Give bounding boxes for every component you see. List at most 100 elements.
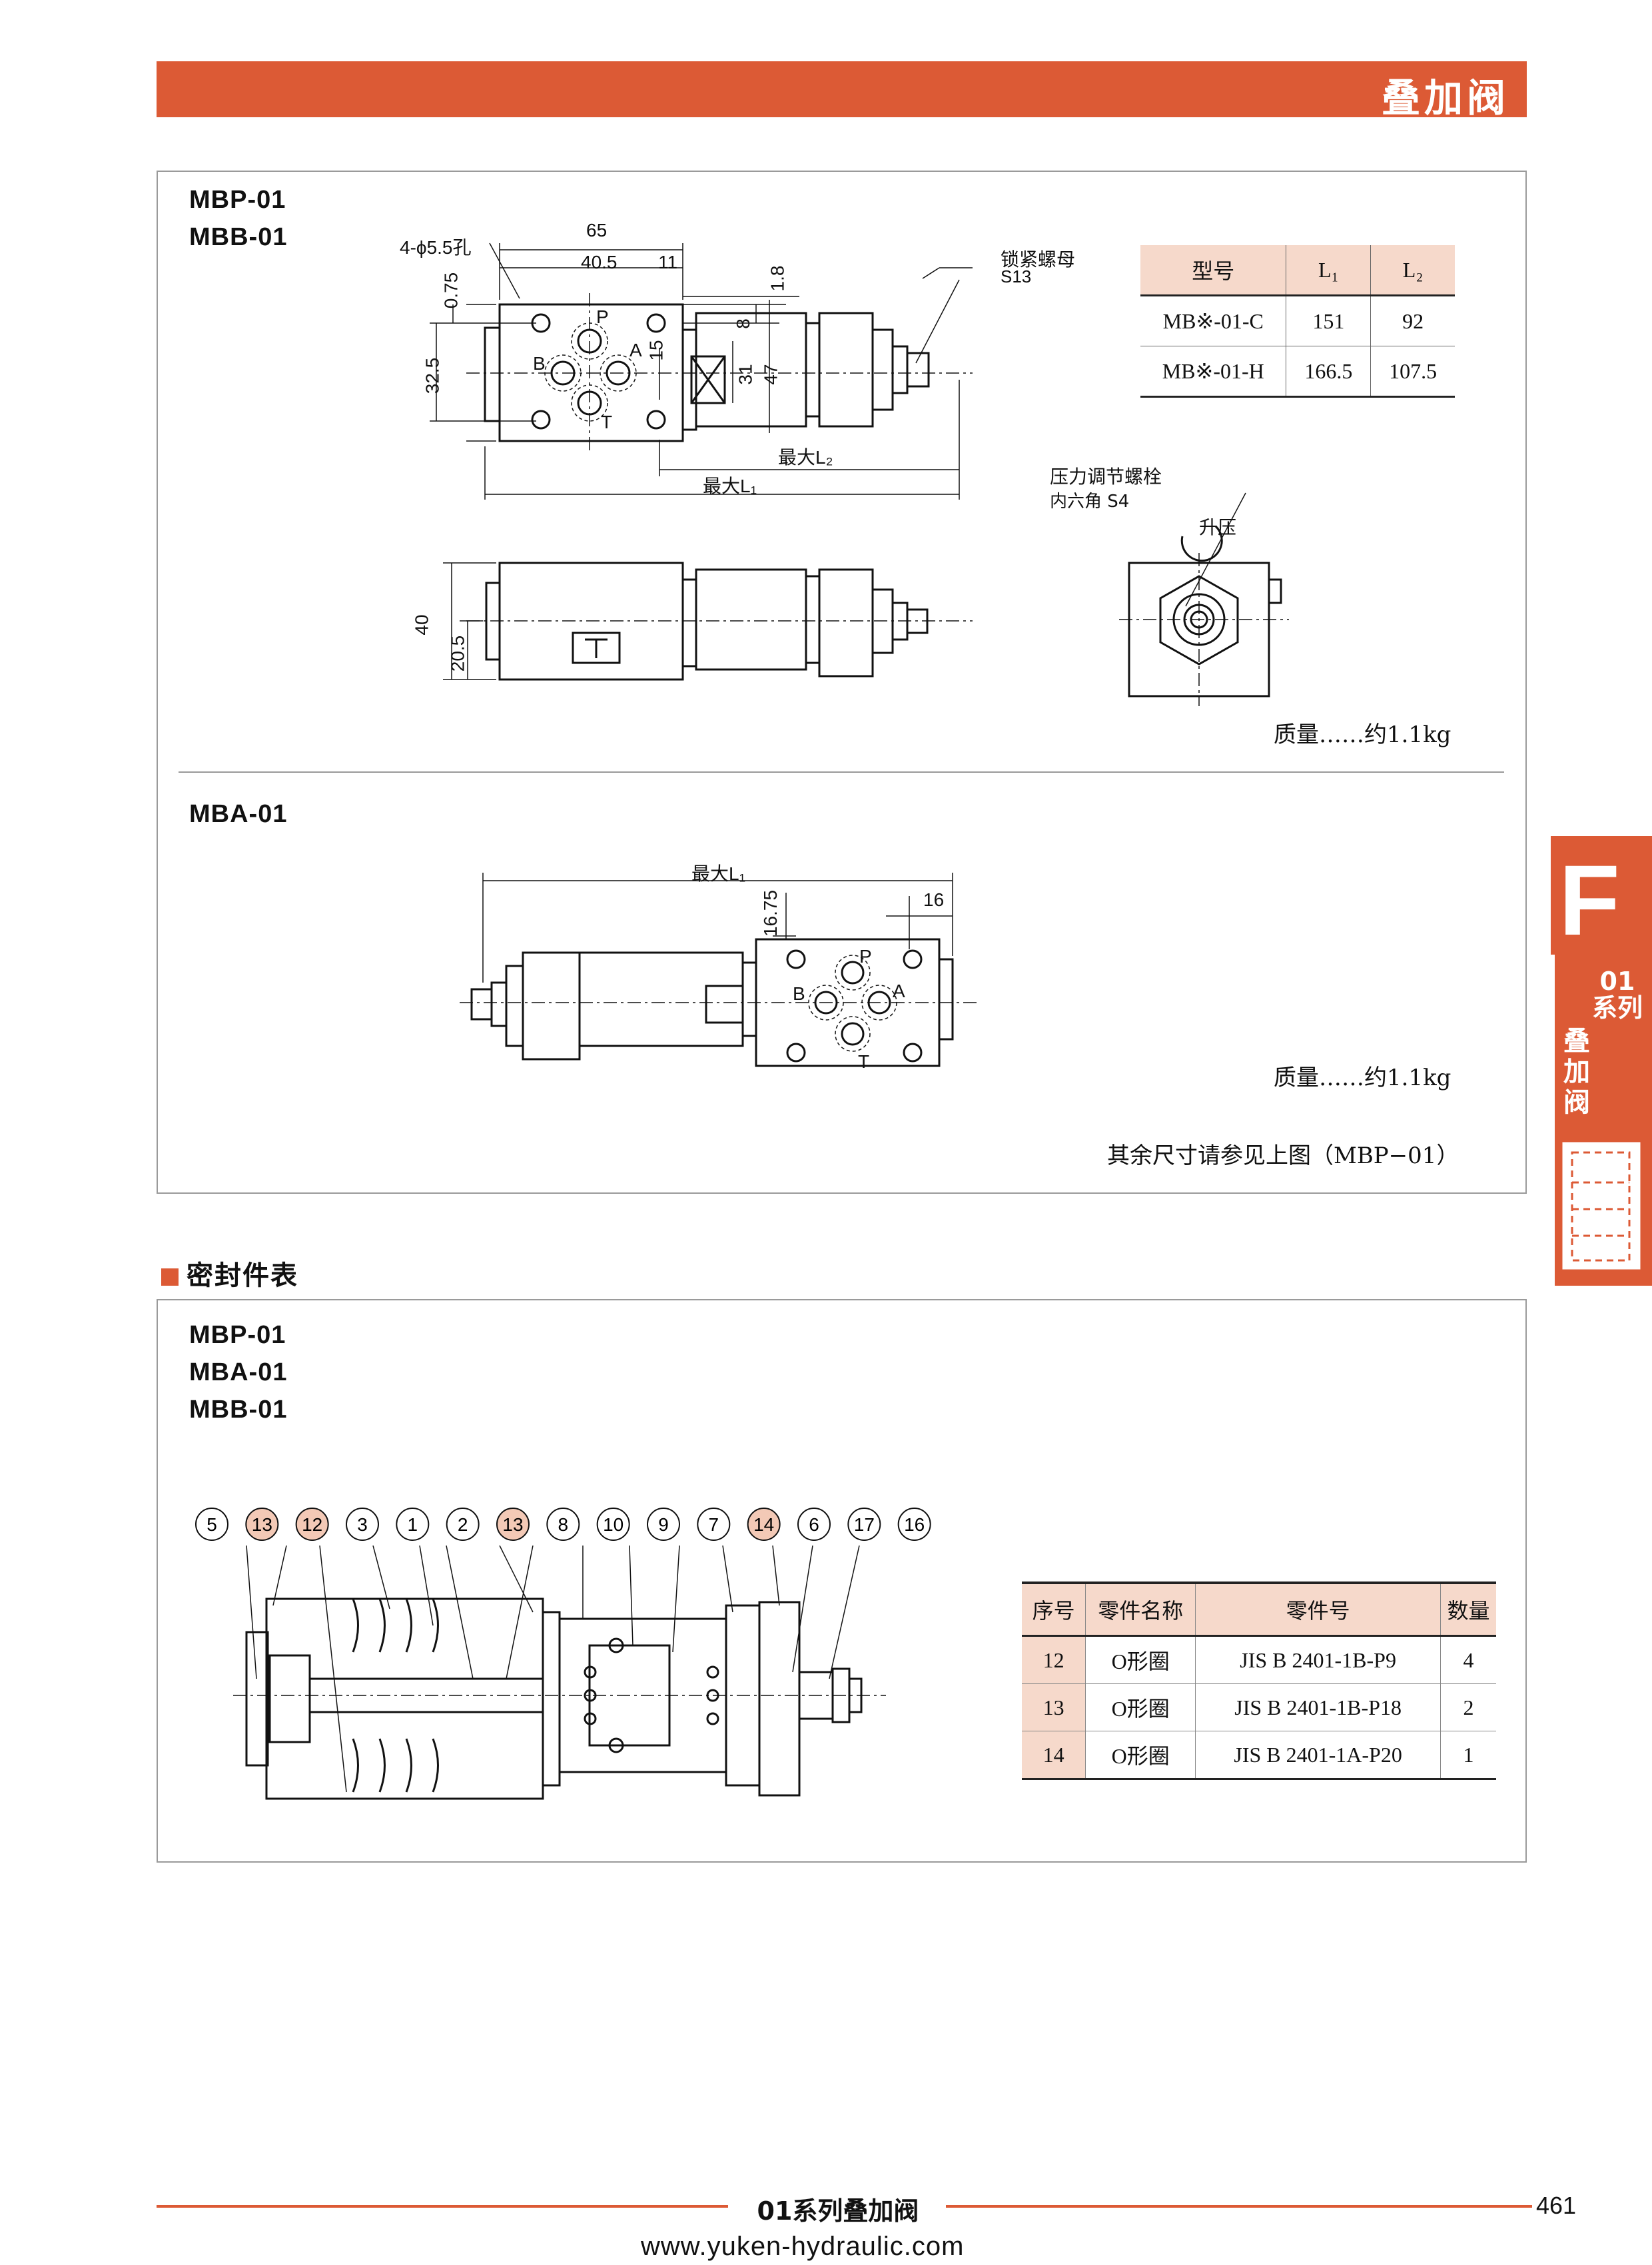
dim-table-header-l2: L₂ <box>1370 245 1455 296</box>
max-l1-label: 最大L₁ <box>703 476 757 496</box>
seal-cell-index: 12 <box>1022 1635 1086 1684</box>
seal-model-mbp: MBP-01 <box>189 1321 286 1349</box>
table-row: MB※-01-H 166.5 107.5 <box>1140 346 1455 398</box>
dim-16: 16 <box>923 889 945 910</box>
footer-title: 01系列叠加阀 <box>757 2196 919 2226</box>
dim-table-header-model: 型号 <box>1140 245 1286 296</box>
seal-heading-text: 密封件表 <box>187 1260 298 1291</box>
dim-cell-model: MB※-01-C <box>1140 295 1286 346</box>
adj-screw-label: 压力调节螺栓 <box>1050 466 1162 488</box>
dim-32-5: 32.5 <box>422 357 443 394</box>
callout-2: 2 <box>446 1508 480 1541</box>
mba-port-t: T <box>858 1051 870 1072</box>
callout-7: 7 <box>697 1508 731 1541</box>
table-row: 14 O形圈 JIS B 2401-1A-P20 1 <box>1022 1731 1496 1780</box>
callout-1: 1 <box>396 1508 430 1541</box>
dim-40: 40 <box>411 614 432 636</box>
side-tab-category: 叠加阀 <box>1563 1026 1590 1118</box>
callout-number: 6 <box>809 1514 819 1535</box>
seal-cell-qty: 1 <box>1440 1731 1496 1780</box>
callout-number: 10 <box>603 1514 623 1535</box>
callout-number: 3 <box>357 1514 368 1535</box>
port-p: P <box>596 306 609 327</box>
footer-line-left <box>157 2205 728 2208</box>
callout-number: 8 <box>558 1514 569 1535</box>
dim-cell-l2: 107.5 <box>1370 346 1455 398</box>
side-tab[interactable]: F 01系列 叠加阀 <box>1551 836 1652 1286</box>
callout-13: 13 <box>245 1508 279 1541</box>
seal-cell-partno: JIS B 2401-1B-P9 <box>1195 1635 1441 1684</box>
lock-nut-label: 锁紧螺母 <box>1001 248 1076 270</box>
callout-number: 16 <box>904 1514 925 1535</box>
callout-5: 5 <box>195 1508 228 1541</box>
model-label-mba: MBA-01 <box>189 800 288 828</box>
callout-12: 12 <box>295 1508 329 1541</box>
mba-port-b: B <box>793 983 805 1004</box>
callout-16: 16 <box>897 1508 931 1541</box>
table-row: 13 O形圈 JIS B 2401-1B-P18 2 <box>1022 1683 1496 1731</box>
seal-cell-name: O形圈 <box>1085 1683 1196 1731</box>
callout-number: 2 <box>458 1514 468 1535</box>
seal-cell-index: 13 <box>1022 1683 1086 1731</box>
callout-3: 3 <box>346 1508 379 1541</box>
dim-31: 31 <box>735 364 756 385</box>
callout-8: 8 <box>546 1508 580 1541</box>
dimension-table: 型号 L₁ L₂ MB※-01-C 151 92 MB※-01-H 166.5 … <box>1140 245 1455 398</box>
mass-label-mbp: 质量……约1.1kg <box>1274 721 1451 748</box>
dim-16-75: 16.75 <box>760 889 781 937</box>
lock-nut-size: S13 <box>1001 266 1032 286</box>
model-label-mbb: MBB-01 <box>189 223 288 251</box>
cross-section-drawing <box>233 1546 886 1800</box>
dim-cell-l2: 92 <box>1370 295 1455 346</box>
dim-20-5: 20.5 <box>447 635 468 672</box>
mba-port-a: A <box>893 981 905 1001</box>
seal-header-index: 序号 <box>1022 1582 1086 1637</box>
callout-17: 17 <box>847 1508 881 1541</box>
callout-number: 13 <box>252 1514 272 1535</box>
seal-cell-partno: JIS B 2401-1A-P20 <box>1195 1731 1441 1780</box>
seal-cell-name: O形圈 <box>1085 1731 1196 1780</box>
mbp-top-view-drawing <box>430 242 973 500</box>
callout-number: 12 <box>302 1514 322 1535</box>
callout-10: 10 <box>596 1508 630 1541</box>
mass-label-mba: 质量……约1.1kg <box>1274 1065 1451 1091</box>
dim-cell-l1: 166.5 <box>1286 346 1371 398</box>
side-tab-letter: F <box>1559 844 1620 956</box>
reference-note: 其余尺寸请参见上图（MBP−01） <box>1107 1142 1459 1169</box>
mba-port-p: P <box>859 946 872 967</box>
divider <box>179 771 1504 773</box>
dim-0-75: 0.75 <box>440 272 462 309</box>
side-tab-graphic: F <box>1551 836 1652 1286</box>
model-label-mbp: MBP-01 <box>189 186 286 214</box>
callout-number: 13 <box>502 1514 523 1535</box>
callout-13: 13 <box>496 1508 530 1541</box>
dim-cell-model: MB※-01-H <box>1140 346 1286 398</box>
seal-cell-index: 14 <box>1022 1731 1086 1780</box>
dim-47: 47 <box>760 364 781 385</box>
dim-cell-l1: 151 <box>1286 295 1371 346</box>
hex-socket-label: 内六角 S4 <box>1050 492 1130 512</box>
seal-section-heading: 密封件表 <box>161 1254 298 1292</box>
dim-15: 15 <box>645 340 667 361</box>
seal-cell-qty: 2 <box>1440 1683 1496 1731</box>
port-t: T <box>601 412 613 432</box>
callout-number: 1 <box>408 1514 418 1535</box>
dim-8: 8 <box>732 318 753 329</box>
page-number: 461 <box>1536 2192 1577 2219</box>
table-row: MB※-01-C 151 92 <box>1140 295 1455 346</box>
mbp-end-view-drawing <box>1119 492 1289 706</box>
callout-number: 5 <box>206 1514 217 1535</box>
callout-number: 7 <box>709 1514 719 1535</box>
dim-65: 65 <box>586 220 608 240</box>
seal-cell-name: O形圈 <box>1085 1635 1196 1684</box>
footer-url[interactable]: www.yuken-hydraulic.com <box>641 2232 965 2261</box>
dim-1-8: 1.8 <box>767 265 788 292</box>
mba-max-l1-label: 最大L₁ <box>691 863 746 884</box>
port-b: B <box>533 353 546 374</box>
dim-40-5: 40.5 <box>581 252 618 272</box>
footer-line-right <box>946 2205 1532 2208</box>
seal-cell-partno: JIS B 2401-1B-P18 <box>1195 1683 1441 1731</box>
seal-header-qty: 数量 <box>1440 1582 1496 1637</box>
max-l2-label: 最大L₂ <box>778 447 833 468</box>
seal-header-partno: 零件号 <box>1195 1582 1441 1637</box>
